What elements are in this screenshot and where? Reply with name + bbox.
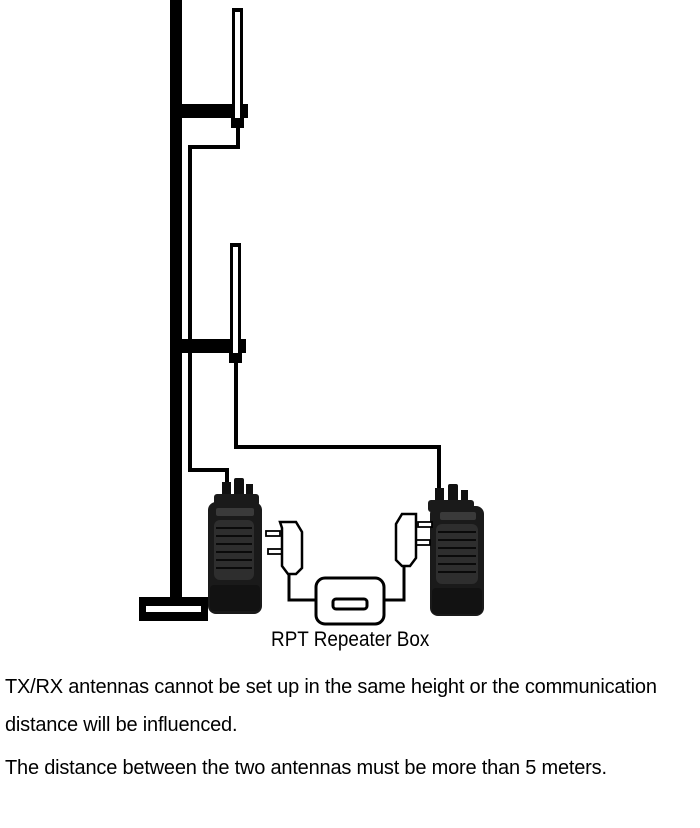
mast-base-slot xyxy=(146,606,201,612)
upper-antenna xyxy=(176,8,248,128)
lower-antenna-cable xyxy=(234,363,441,490)
mast-top-cap xyxy=(170,0,182,8)
height-note: TX/RX antennas cannot be set up in the s… xyxy=(5,676,657,698)
antenna-mast xyxy=(170,0,182,600)
upper-antenna-cable xyxy=(188,128,240,485)
right-box-cable xyxy=(382,572,406,602)
distance-note: The distance between the two antennas mu… xyxy=(5,757,607,779)
left-box-cable xyxy=(287,580,318,602)
left-plug-connector xyxy=(265,520,304,580)
repeater-box xyxy=(314,576,386,626)
left-radio xyxy=(208,478,262,614)
repeater-box-label: RPT Repeater Box xyxy=(271,628,430,651)
lower-antenna xyxy=(176,243,246,363)
right-radio xyxy=(428,484,484,616)
right-plug-connector xyxy=(394,512,433,572)
height-note-continued: distance will be influenced. xyxy=(5,714,238,736)
repeater-setup-diagram xyxy=(139,0,484,626)
